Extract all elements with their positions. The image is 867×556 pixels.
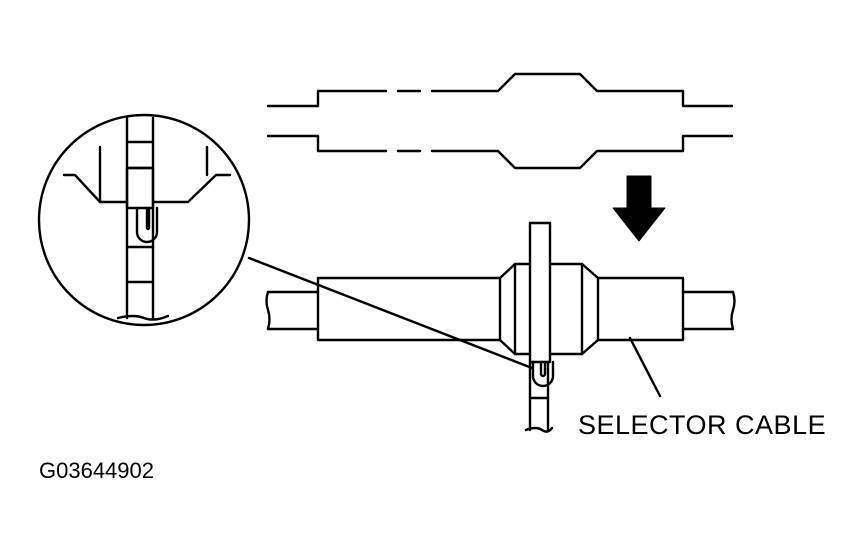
down-arrow-icon bbox=[612, 175, 666, 242]
selector-cable-label: SELECTOR CABLE bbox=[578, 410, 827, 440]
detail-leader-line bbox=[247, 256, 534, 370]
magnified-detail bbox=[37, 113, 251, 327]
cable-assembly bbox=[265, 221, 736, 433]
cable-outline-top bbox=[266, 72, 734, 170]
figure-code: G03644902 bbox=[39, 458, 154, 483]
